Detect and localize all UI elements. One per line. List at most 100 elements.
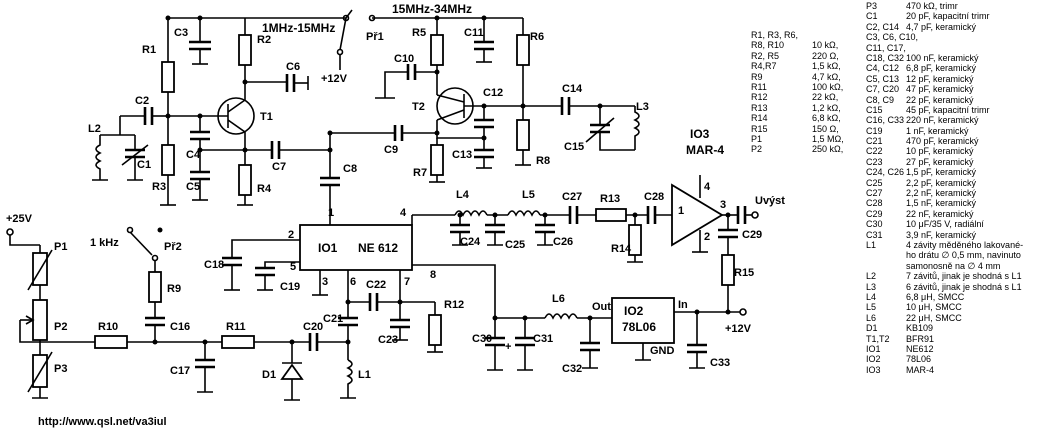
r10-resistor <box>94 335 128 349</box>
supply-12-top-label: +12V <box>321 73 348 85</box>
p2-label: P2 <box>54 321 67 333</box>
website-url: http://www.qsl.net/va3iul <box>38 416 167 428</box>
part-value: 22 nF, keramický <box>906 208 974 219</box>
l1-label: L1 <box>358 369 371 381</box>
part-designators: R15 <box>751 123 768 134</box>
part-value: NE612 <box>906 343 934 354</box>
part-designators: L6 <box>866 312 877 323</box>
part-value: 27 pF, keramický <box>906 156 974 167</box>
part-value: 220 nF, keramický <box>906 115 979 126</box>
r15-resistor <box>721 254 735 286</box>
part-value: 22 kΩ, <box>812 92 839 103</box>
l4-label: L4 <box>456 189 470 201</box>
c5-label: C5 <box>186 181 200 193</box>
io1-pin6: 6 <box>350 276 356 288</box>
c26-label: C26 <box>553 236 573 248</box>
part-value: 1,2 kΩ, <box>812 102 841 113</box>
part-value: 1,5 kΩ, <box>812 61 841 72</box>
io1-pin4: 4 <box>400 207 407 219</box>
c28-label: C28 <box>644 191 664 203</box>
switch2-label: Př2 <box>164 241 182 253</box>
part-designators: C19 <box>866 125 883 136</box>
c27-label: C27 <box>562 191 582 203</box>
r15-label: R15 <box>734 267 754 279</box>
c21-label: C21 <box>323 313 343 325</box>
io3-name-label: IO3 <box>690 127 710 141</box>
regulator-section <box>485 297 747 371</box>
parts-list-row: R12 22 kΩ, <box>751 92 861 102</box>
c12-label: C12 <box>483 87 503 99</box>
part-designators: R9 <box>751 71 763 82</box>
parts-list-row: samonosně na ∅ 4 mm <box>866 261 1042 271</box>
io1-pin5: 5 <box>290 261 296 273</box>
part-value: 100 kΩ, <box>812 81 844 92</box>
part-designators: C22 <box>866 146 883 157</box>
c30-polarity: + <box>505 341 511 353</box>
c33-label: C33 <box>710 357 730 369</box>
part-designators: R1, R3, R6, <box>751 30 799 40</box>
part-designators: C25 <box>866 177 883 188</box>
d1-label: D1 <box>262 369 276 381</box>
parts-list-row: ho drátu ∅ 0,5 mm, navinuto <box>866 250 1042 260</box>
part-designators: C8, C9 <box>866 94 895 105</box>
part-designators: C3, C6, C10, <box>866 32 919 43</box>
c11-label: C11 <box>464 27 484 39</box>
part-designators: C27 <box>866 188 883 199</box>
part-designators: R12 <box>751 92 768 103</box>
p2-potentiometer <box>32 299 48 341</box>
part-value: 10 μH, SMCC <box>906 302 962 313</box>
c31-label: C31 <box>533 333 553 345</box>
part-value: 220 Ω, <box>812 50 839 61</box>
amplifier-section <box>671 175 759 312</box>
c10-label: C10 <box>394 53 414 65</box>
part-value: 2,2 nF, keramický <box>906 188 977 199</box>
r12-resistor <box>428 314 442 346</box>
io3-amplifier <box>671 183 724 247</box>
t1-oscillator <box>92 15 330 206</box>
part-designators: L4 <box>866 291 877 302</box>
l6-label: L6 <box>552 293 565 305</box>
part-value: 4 závity měděného lakované- <box>906 239 1024 250</box>
parts-list-row: C11, C17, <box>866 43 1042 53</box>
io1-pin7: 7 <box>404 276 410 288</box>
supply-12-right-label: +12V <box>725 323 752 335</box>
parts-list-row: C3, C6, C10, <box>866 32 1042 42</box>
part-value: 150 Ω, <box>812 123 839 134</box>
part-designators: C2, C14 <box>866 21 900 32</box>
part-value: 6,8 kΩ, <box>812 113 841 124</box>
part-value: BFR91 <box>906 333 935 344</box>
io1-pin1: 1 <box>328 207 334 219</box>
r6-resistor <box>516 34 530 66</box>
part-designators: P1 <box>751 133 763 144</box>
r11-resistor <box>221 335 255 349</box>
c1-label: C1 <box>137 159 151 171</box>
io3-pin4: 4 <box>704 181 711 193</box>
part-designators: R2, R5 <box>751 50 780 61</box>
io2-out-label: Out <box>592 301 611 313</box>
part-designators: D1 <box>866 323 878 334</box>
output-label: Uvýst <box>755 195 785 207</box>
io1-ne612-chip <box>299 224 413 271</box>
r4-resistor <box>238 164 252 196</box>
t1-label: T1 <box>260 111 273 123</box>
